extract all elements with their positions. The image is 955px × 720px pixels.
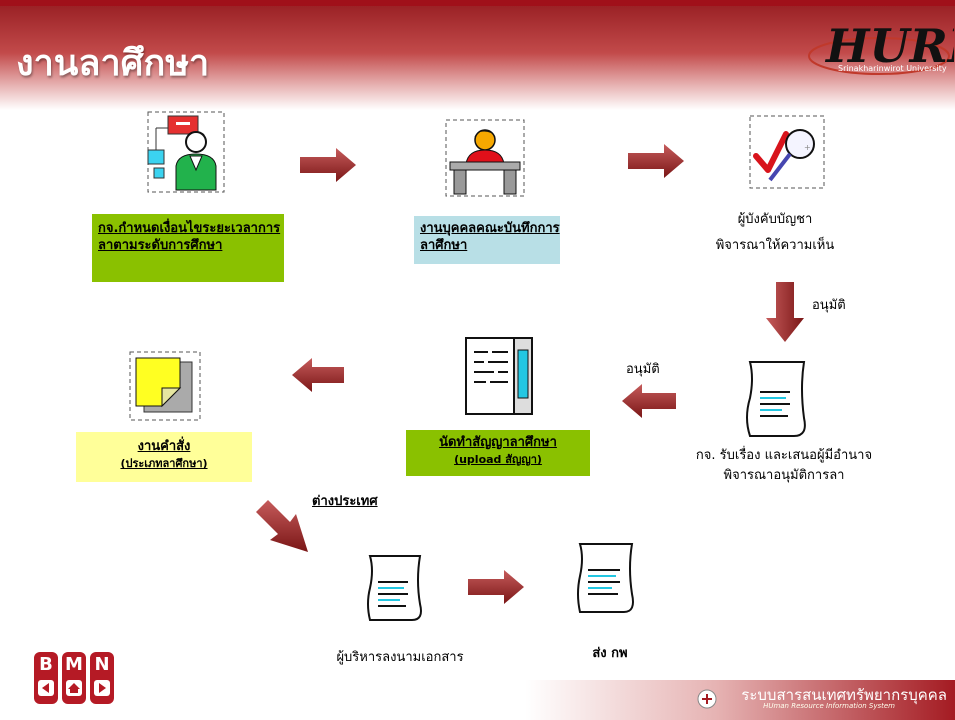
- person-desk-icon: [445, 119, 525, 197]
- arrow-right-icon: [628, 144, 684, 178]
- arrow-left-icon: [622, 384, 676, 418]
- globe-icon: [697, 689, 717, 709]
- step-define-conditions-text: กจ.กำหนดเงื่อนไขระยะเวลาการลาตามระดับการ…: [98, 221, 281, 253]
- step-supervisor: ผู้บังคับบัญชา พิจารณาให้ความเห็น: [680, 210, 870, 256]
- step-faculty-record: งานบุคคลคณะบันทึกการลาศึกษา: [414, 216, 560, 264]
- nav-b-letter: B: [39, 654, 53, 675]
- huris-logo: HURIS: [808, 19, 954, 75]
- send-text: ส่ง กพ: [592, 646, 628, 661]
- footer-bar: [0, 680, 955, 720]
- step-define-conditions: กจ.กำหนดเงื่อนไขระยะเวลาการลาตามระดับการ…: [92, 214, 284, 282]
- approve-label-2: อนุมัติ: [626, 362, 660, 377]
- nav-next-button[interactable]: N: [90, 652, 114, 704]
- arrow-right-icon: [468, 570, 524, 604]
- step-hr-approval: กจ. รับเรื่อง และเสนอผู้มีอำนาจ พิจารณาอ…: [664, 446, 904, 486]
- arrow-left-icon: [292, 358, 344, 392]
- top-border: [0, 0, 955, 6]
- person-chart-icon: [147, 111, 225, 193]
- sticky-note-icon: [129, 351, 201, 421]
- hr-line1: กจ. รับเรื่อง และเสนอผู้มีอำนาจ: [695, 448, 873, 463]
- scroll-document-icon: [746, 361, 806, 437]
- approve-label-1: อนุมัติ: [812, 298, 846, 313]
- check-magnifier-icon: +: [749, 115, 825, 189]
- triangle-right-icon: [94, 680, 110, 696]
- order-line2: (ประเภทลาศึกษา): [120, 457, 208, 470]
- arrow-right-icon: [300, 148, 356, 182]
- page-title: งานลาศึกษา: [16, 42, 210, 84]
- arrow-down-icon: [766, 282, 804, 342]
- nav-n-letter: N: [94, 654, 110, 675]
- contract-document-icon: [465, 337, 533, 415]
- footer-system-name: ระบบสารสนเทศทรัพยากรบุคคล: [741, 686, 947, 704]
- supervisor-line1: ผู้บังคับบัญชา: [737, 212, 813, 227]
- arrow-diagonal-icon: [256, 500, 308, 552]
- contract-line1: นัดทำสัญญาลาศึกษา: [439, 435, 557, 450]
- step-order: งานคำสั่ง (ประเภทลาศึกษา): [76, 432, 252, 482]
- step-faculty-record-text: งานบุคคลคณะบันทึกการลาศึกษา: [420, 221, 560, 253]
- footer-subtitle: HUman Resource Information System: [763, 702, 895, 710]
- hr-line2: พิจารณาอนุมัติการลา: [723, 468, 845, 483]
- step-contract: นัดทำสัญญาลาศึกษา (upload สัญญา): [406, 430, 590, 476]
- supervisor-line2: พิจารณาให้ความเห็น: [715, 238, 835, 253]
- logo-subtitle: Srinakharinwirot University: [838, 64, 947, 73]
- home-icon: [66, 680, 82, 696]
- abroad-label: ต่างประเทศ: [312, 494, 378, 509]
- executive-sign-text: ผู้บริหารลงนามเอกสาร: [336, 650, 464, 665]
- nav-home-button[interactable]: M: [62, 652, 86, 704]
- send-document-icon: [577, 543, 634, 613]
- svg-text:+: +: [804, 143, 811, 152]
- nav-back-button[interactable]: B: [34, 652, 58, 704]
- signed-document-icon: [367, 555, 422, 621]
- contract-line2: (upload สัญญา): [454, 453, 542, 466]
- nav-m-letter: M: [65, 654, 83, 675]
- order-line1: งานคำสั่ง: [137, 439, 191, 454]
- header-banner: [0, 6, 955, 110]
- svg-text:HURIS: HURIS: [824, 19, 954, 73]
- triangle-left-icon: [38, 680, 54, 696]
